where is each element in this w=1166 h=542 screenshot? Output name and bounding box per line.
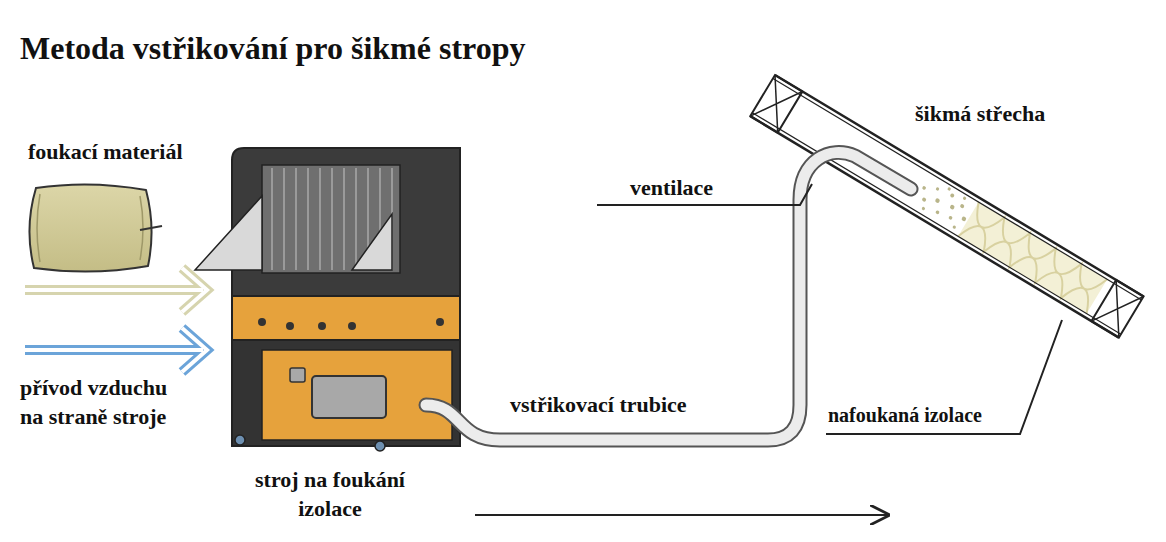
air-arrow	[25, 328, 207, 372]
part-label: šikmá střecha	[915, 100, 1115, 129]
material-arrow	[25, 268, 207, 312]
part-label: stroj na foukání izolace	[245, 466, 415, 523]
leader-line	[826, 320, 1062, 434]
part-label: foukací materiál	[28, 138, 258, 167]
material-bag	[29, 184, 162, 271]
sloped-roof	[750, 75, 1143, 338]
direction-arrow	[475, 514, 888, 516]
part-label: ventilace	[630, 174, 770, 203]
part-label: vstřikovací trubice	[510, 391, 750, 420]
injection-tube	[426, 153, 911, 440]
part-label: nafoukaná izolace	[828, 402, 1028, 428]
part-label: přívod vzduchu na straně stroje	[20, 374, 185, 431]
title: Metoda vstřikování pro šikmé stropy	[20, 30, 526, 67]
